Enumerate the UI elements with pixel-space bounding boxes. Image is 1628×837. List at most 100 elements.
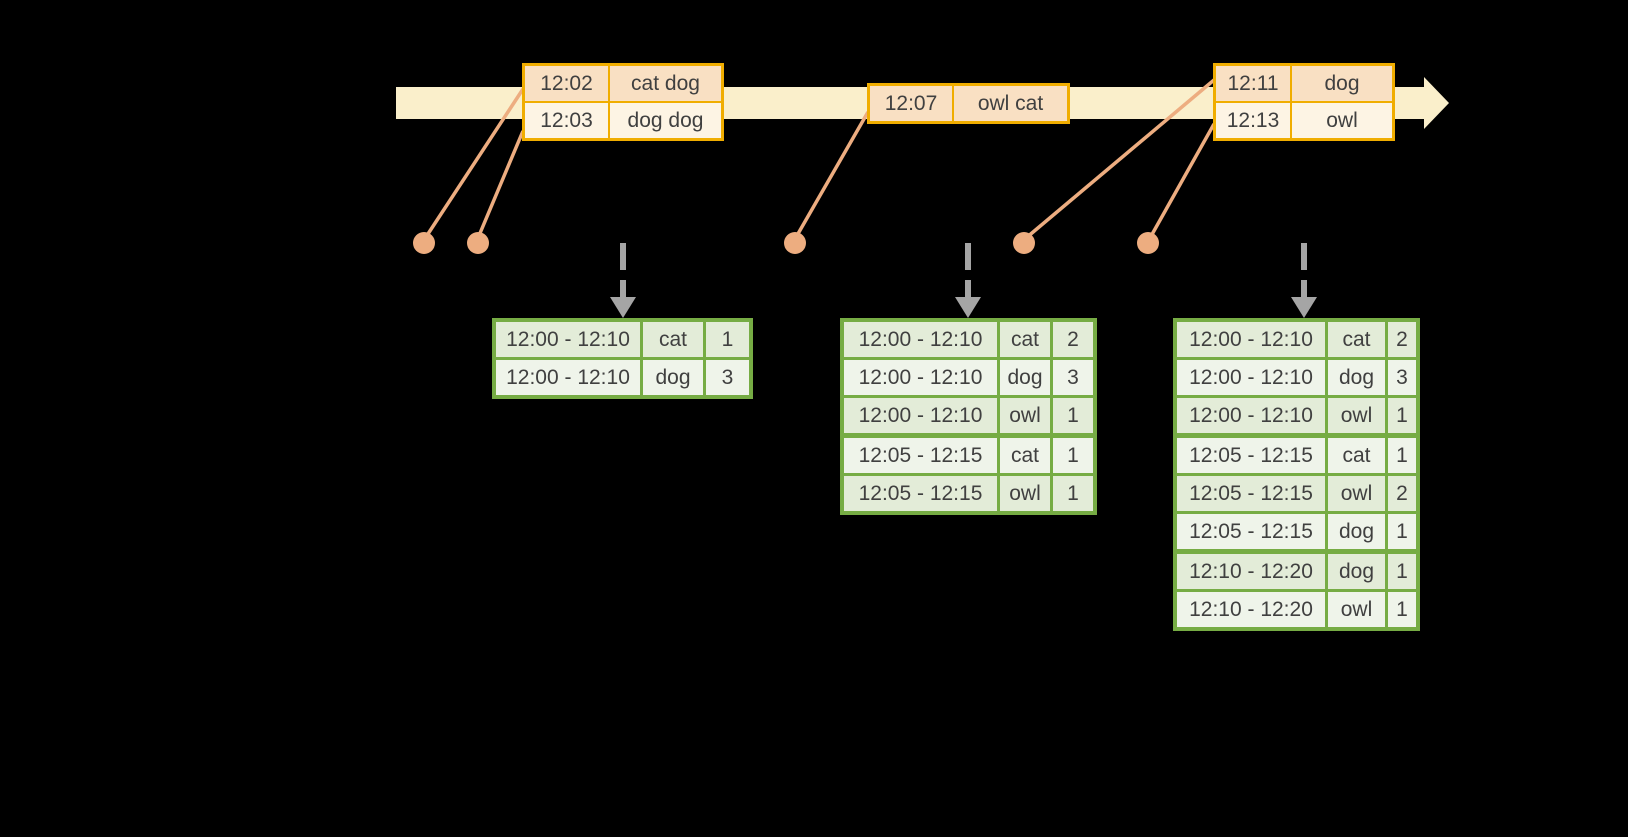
result-window-cell: 12:05 - 12:15 bbox=[1177, 438, 1325, 473]
connector-lines bbox=[422, 78, 1216, 241]
result-word-cell: cat bbox=[1000, 438, 1050, 473]
result-window-cell: 12:00 - 12:10 bbox=[844, 360, 997, 395]
result-count-cell: 1 bbox=[1388, 438, 1416, 473]
result-window-cell: 12:00 - 12:10 bbox=[844, 398, 997, 433]
result-count-cell: 3 bbox=[1053, 360, 1093, 395]
event-time-cell: 12:11 bbox=[1216, 66, 1290, 101]
result-count-cell: 2 bbox=[1053, 322, 1093, 357]
event-dot bbox=[784, 232, 806, 254]
result-row: 12:05 - 12:15 cat 1 bbox=[844, 438, 1093, 473]
event-row: 12:03 dog dog bbox=[525, 103, 721, 138]
event-time-cell: 12:07 bbox=[870, 86, 952, 121]
result-count-cell: 1 bbox=[1388, 592, 1416, 627]
result-count-cell: 1 bbox=[1053, 398, 1093, 433]
event-row: 12:13 owl bbox=[1216, 103, 1392, 138]
result-word-cell: cat bbox=[1000, 322, 1050, 357]
event-row: 12:11 dog bbox=[1216, 66, 1392, 101]
event-dot bbox=[467, 232, 489, 254]
result-row: 12:05 - 12:15 owl 2 bbox=[1177, 476, 1416, 511]
connector-line bbox=[793, 111, 870, 240]
result-word-cell: owl bbox=[1328, 592, 1385, 627]
result-row: 12:00 - 12:10 dog 3 bbox=[1177, 360, 1416, 395]
result-count-cell: 1 bbox=[1388, 554, 1416, 589]
event-dots bbox=[413, 232, 1159, 254]
trigger-arrowhead bbox=[610, 297, 636, 318]
result-window-cell: 12:00 - 12:10 bbox=[496, 322, 640, 357]
result-row: 12:10 - 12:20 dog 1 bbox=[1177, 554, 1416, 589]
result-window-cell: 12:05 - 12:15 bbox=[844, 476, 997, 511]
result-row: 12:05 - 12:15 owl 1 bbox=[844, 476, 1093, 511]
result-row: 12:00 - 12:10 owl 1 bbox=[844, 398, 1093, 433]
result-row: 12:00 - 12:10 owl 1 bbox=[1177, 398, 1416, 433]
event-words-cell: dog bbox=[1292, 66, 1392, 101]
result-word-cell: dog bbox=[643, 360, 703, 395]
connector-line bbox=[1148, 123, 1216, 239]
event-time-cell: 12:03 bbox=[525, 103, 608, 138]
connector-line bbox=[1024, 78, 1216, 240]
event-time-cell: 12:13 bbox=[1216, 103, 1290, 138]
result-word-cell: cat bbox=[1328, 322, 1385, 357]
result-word-cell: dog bbox=[1000, 360, 1050, 395]
event-time-cell: 12:02 bbox=[525, 66, 608, 101]
event-words-cell: owl bbox=[1292, 103, 1392, 138]
event-dot bbox=[413, 232, 435, 254]
trigger-arrowheads bbox=[610, 297, 1317, 318]
trigger-arrows bbox=[620, 243, 1307, 301]
connector-line bbox=[422, 88, 525, 241]
event-table-3: 12:11 dog 12:13 owl bbox=[1213, 63, 1395, 141]
result-count-cell: 1 bbox=[1388, 514, 1416, 549]
result-row: 12:00 - 12:10 dog 3 bbox=[844, 360, 1093, 395]
result-window-cell: 12:05 - 12:15 bbox=[1177, 514, 1325, 549]
result-window-cell: 12:00 - 12:10 bbox=[1177, 322, 1325, 357]
result-row: 12:05 - 12:15 cat 1 bbox=[1177, 438, 1416, 473]
result-window-cell: 12:05 - 12:15 bbox=[1177, 476, 1325, 511]
event-table-1: 12:02 cat dog 12:03 dog dog bbox=[522, 63, 724, 141]
result-word-cell: dog bbox=[1328, 514, 1385, 549]
result-window-cell: 12:10 - 12:20 bbox=[1177, 592, 1325, 627]
result-word-cell: owl bbox=[1328, 476, 1385, 511]
result-window-cell: 12:00 - 12:10 bbox=[844, 322, 997, 357]
result-count-cell: 1 bbox=[1053, 438, 1093, 473]
result-row: 12:05 - 12:15 dog 1 bbox=[1177, 514, 1416, 549]
result-word-cell: owl bbox=[1000, 398, 1050, 433]
event-table-2: 12:07 owl cat bbox=[867, 83, 1070, 124]
result-count-cell: 2 bbox=[1388, 476, 1416, 511]
result-count-cell: 1 bbox=[1053, 476, 1093, 511]
result-count-cell: 3 bbox=[706, 360, 749, 395]
timeline-arrowhead bbox=[1424, 77, 1449, 129]
event-dot bbox=[1137, 232, 1159, 254]
result-word-cell: owl bbox=[1000, 476, 1050, 511]
event-words-cell: dog dog bbox=[610, 103, 721, 138]
result-word-cell: dog bbox=[1328, 360, 1385, 395]
event-row: 12:07 owl cat bbox=[870, 86, 1067, 121]
result-row: 12:00 - 12:10 cat 2 bbox=[844, 322, 1093, 357]
result-window-cell: 12:00 - 12:10 bbox=[1177, 360, 1325, 395]
result-window-cell: 12:00 - 12:10 bbox=[1177, 398, 1325, 433]
result-count-cell: 3 bbox=[1388, 360, 1416, 395]
event-words-cell: cat dog bbox=[610, 66, 721, 101]
result-count-cell: 1 bbox=[706, 322, 749, 357]
trigger-arrowhead bbox=[1291, 297, 1317, 318]
trigger-arrowhead bbox=[955, 297, 981, 318]
event-words-cell: owl cat bbox=[954, 86, 1067, 121]
result-window-cell: 12:05 - 12:15 bbox=[844, 438, 997, 473]
connector-line bbox=[476, 130, 525, 239]
result-word-cell: cat bbox=[1328, 438, 1385, 473]
event-row: 12:02 cat dog bbox=[525, 66, 721, 101]
result-word-cell: owl bbox=[1328, 398, 1385, 433]
result-table-1: 12:00 - 12:10 cat 1 12:00 - 12:10 dog 3 bbox=[492, 318, 753, 399]
event-dot bbox=[1013, 232, 1035, 254]
result-count-cell: 2 bbox=[1388, 322, 1416, 357]
result-row: 12:00 - 12:10 cat 1 bbox=[496, 322, 749, 357]
result-table-2: 12:00 - 12:10 cat 2 12:00 - 12:10 dog 3 … bbox=[840, 318, 1097, 515]
result-window-cell: 12:10 - 12:20 bbox=[1177, 554, 1325, 589]
result-word-cell: cat bbox=[643, 322, 703, 357]
result-window-cell: 12:00 - 12:10 bbox=[496, 360, 640, 395]
result-word-cell: dog bbox=[1328, 554, 1385, 589]
result-count-cell: 1 bbox=[1388, 398, 1416, 433]
result-row: 12:00 - 12:10 dog 3 bbox=[496, 360, 749, 395]
result-row: 12:00 - 12:10 cat 2 bbox=[1177, 322, 1416, 357]
result-table-3: 12:00 - 12:10 cat 2 12:00 - 12:10 dog 3 … bbox=[1173, 318, 1420, 631]
